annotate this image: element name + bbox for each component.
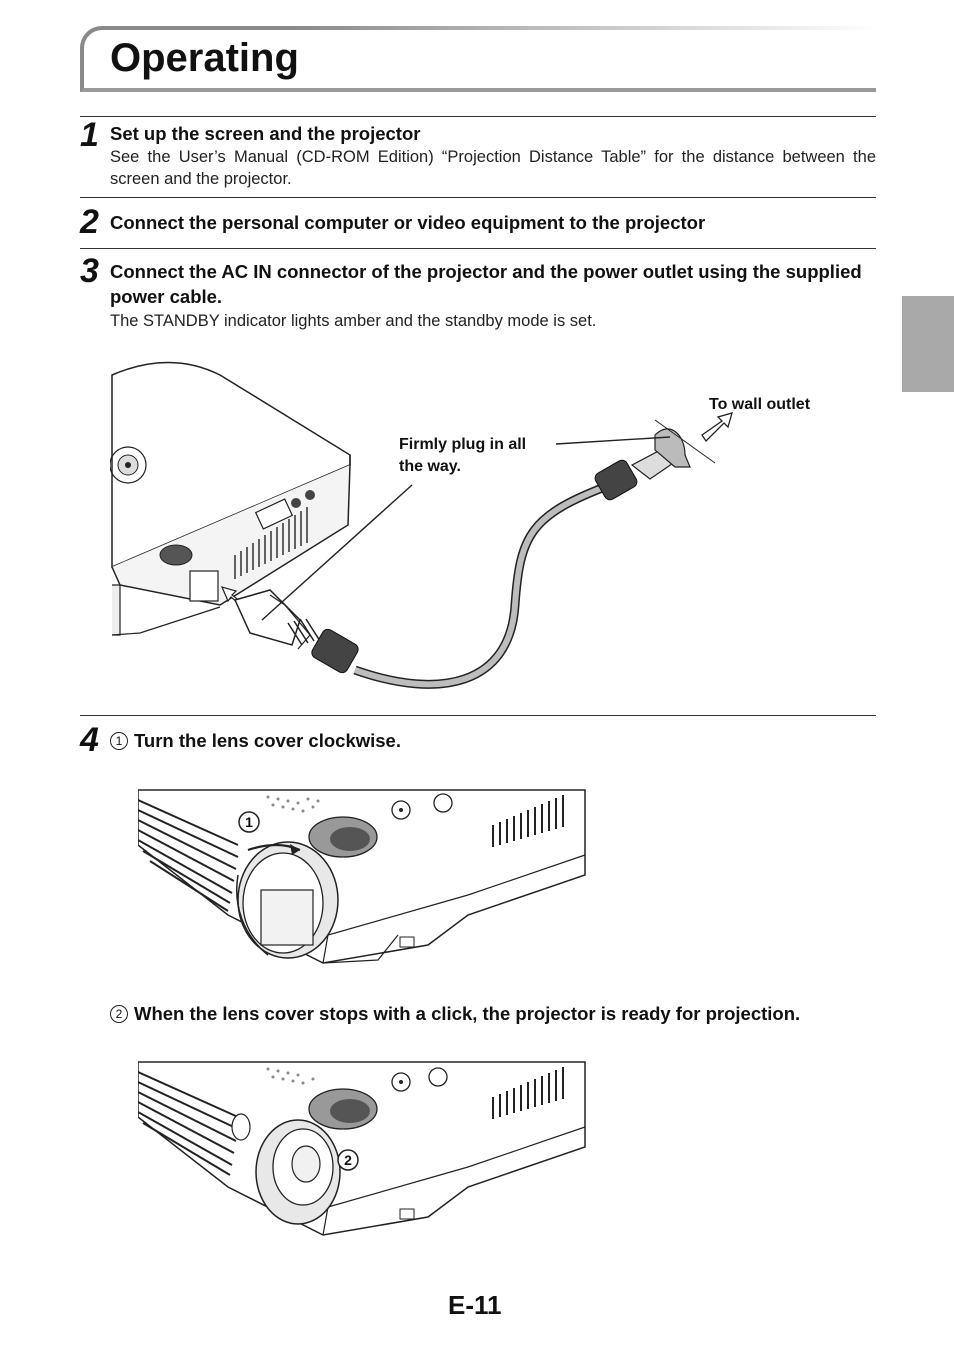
- substep-marker: 2: [110, 1005, 128, 1023]
- step-description: The STANDBY indicator lights amber and t…: [110, 312, 597, 330]
- lens-cover-ready-illustration: 2: [138, 1061, 586, 1236]
- power-cable-illustration: [110, 361, 733, 689]
- wall-outlet-callout: To wall outlet: [709, 396, 811, 413]
- step-description: See the User’s Manual (CD-ROM Edition) “…: [110, 148, 876, 188]
- step-number: 4: [80, 721, 99, 759]
- figure-marker: 1: [245, 814, 253, 830]
- step-divider: [80, 197, 876, 198]
- step-heading: Connect the personal computer or video e…: [110, 212, 706, 233]
- chapter-tab: [902, 296, 954, 392]
- substep-text: Turn the lens cover clockwise.: [134, 730, 401, 751]
- title-frame: [80, 26, 880, 92]
- substep-1: 1 Turn the lens cover clockwise.: [110, 728, 401, 753]
- figure-marker: 2: [344, 1152, 352, 1168]
- substep-marker: 1: [110, 732, 128, 750]
- page-number: E-11: [448, 1290, 502, 1320]
- substep-2: 2 When the lens cover stops with a click,…: [110, 1001, 800, 1026]
- step-divider: [80, 248, 876, 249]
- lens-cover-turn-illustration: 1: [138, 789, 586, 964]
- step-heading: Connect the AC IN connector of the proje…: [110, 261, 862, 307]
- substep-text: When the lens cover stops with a click, …: [134, 1003, 801, 1024]
- step-number: 1: [80, 116, 99, 154]
- step-divider: [80, 715, 876, 716]
- step-heading: Set up the screen and the projector: [110, 123, 421, 144]
- plug-callout-line2: the way.: [399, 458, 461, 475]
- step-divider: [80, 116, 876, 117]
- step-number: 3: [80, 252, 99, 290]
- step-number: 2: [80, 203, 99, 241]
- plug-callout-line1: Firmly plug in all: [399, 436, 527, 453]
- page-title: Operating: [110, 36, 299, 80]
